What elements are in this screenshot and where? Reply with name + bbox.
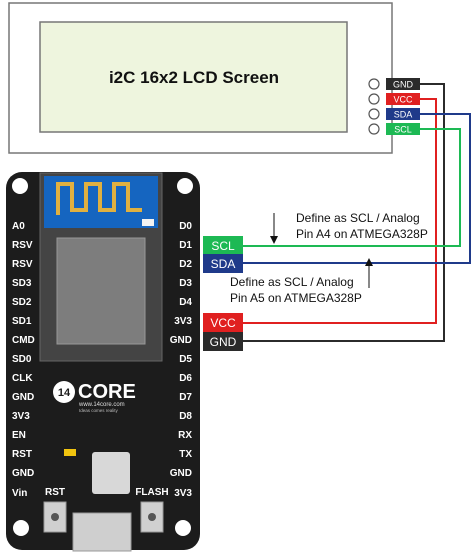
mount-hole-br [175,520,191,536]
left-pin-label: RST [12,449,32,460]
tag-sda [203,254,243,273]
lcd-title: i2C 16x2 LCD Screen [109,68,279,87]
left-pin-label: SD3 [12,278,32,289]
tag-sda-label: SDA [211,257,236,271]
right-pin-label: D7 [179,392,192,403]
mount-hole-tl [12,178,28,194]
antenna-trace [56,182,142,215]
right-pin-label: D4 [179,297,192,308]
scl-note-line2: Pin A4 on ATMEGA328P [296,227,428,241]
tag-vcc-label: VCC [210,316,236,330]
left-pin-label: SD2 [12,297,32,308]
tag-scl [203,236,243,255]
left-pin-label: GND [12,392,34,403]
left-pin-label: SD1 [12,316,32,327]
flash-button-cap [148,513,156,521]
left-pin-label: CMD [12,335,35,346]
right-pin-labels: D0 D1 D2 D3 D4 3V3 GND D5 D6 D7 D8 RX TX… [170,221,193,499]
wire-sda [240,113,471,264]
left-pin-label: Vin [12,488,27,499]
usb-port [72,512,132,552]
lcd-pin-scl-tag [386,123,420,135]
right-pin-label: D5 [179,354,192,365]
mount-hole-bl [13,520,29,536]
annotations: Define as SCL / Analog Pin A4 on ATMEGA3… [230,211,428,305]
flash-button-label: FLASH [135,487,168,498]
left-pin-label: RSV [12,240,33,251]
connection-tags: SCL SDA VCC GND [203,236,243,351]
right-pin-label: D6 [179,373,192,384]
left-pin-label: A0 [12,221,25,232]
left-pin-label: SD0 [12,354,32,365]
left-pin-label: 3V3 [12,411,30,422]
lcd-module: i2C 16x2 LCD Screen [8,2,393,154]
lcd-pin-vcc-hole [368,93,380,105]
right-pin-label: D8 [179,411,192,422]
wire-vcc [240,98,437,324]
lcd-pin-scl-label: SCL [394,125,412,135]
right-pin-label: D3 [179,278,192,289]
lcd-pin-scl-hole [368,123,380,135]
left-pin-label: CLK [12,373,33,384]
right-pin-label: D0 [179,221,192,232]
logo-tagline: Ideas comes reality [79,408,119,413]
module-led [142,219,154,226]
wire-scl [240,128,461,247]
right-pin-label: 3V3 [174,488,192,499]
sda-note-line1: Define as SCL / Analog [230,275,354,289]
left-pin-label: RSV [12,259,33,270]
left-pin-labels: A0 RSV RSV SD3 SD2 SD1 CMD SD0 CLK GND 3… [12,221,35,499]
right-pin-label: TX [179,449,192,460]
lcd-pin-vcc-label: VCC [393,95,413,105]
lcd-pin-gnd-hole [368,78,380,90]
scl-note-line1: Define as SCL / Analog [296,211,420,225]
right-pin-label: D2 [179,259,192,270]
left-pin-label: EN [12,430,26,441]
right-pin-label: D1 [179,240,192,251]
lcd-pin-gnd-label: GND [393,80,414,90]
mount-hole-tr [177,178,193,194]
lcd-pin-vcc-tag [386,93,420,105]
esp-shield [56,237,146,345]
right-pin-label: GND [170,468,192,479]
tag-vcc [203,313,243,332]
wires [240,83,471,342]
logo-number: 14 [58,387,71,399]
wire-gnd [240,83,445,342]
logo-text: CORE [78,381,136,403]
lcd-pin-sda-tag [386,108,420,120]
logo-badge [53,381,75,403]
voltage-regulator [92,452,130,494]
nodemcu-board: 14 CORE www.14core.com Ideas comes reali… [6,172,200,552]
right-pin-label: GND [170,335,192,346]
tag-gnd [203,332,243,351]
sda-note-line2: Pin A5 on ATMEGA328P [230,291,362,305]
lcd-pin-gnd-tag [386,78,420,90]
tag-scl-label: SCL [211,239,235,253]
lcd-pin-header: GND VCC SDA SCL [368,78,420,135]
lcd-pin-sda-label: SDA [394,110,413,120]
lcd-screen [39,21,348,133]
right-pin-label: 3V3 [174,316,192,327]
logo-url: www.14core.com [78,402,125,408]
status-led [64,449,76,456]
right-pin-label: RX [178,430,192,441]
core-logo: 14 CORE www.14core.com Ideas comes reali… [53,381,136,413]
rst-button-cap [51,513,59,521]
tag-gnd-label: GND [210,335,237,349]
rst-button-label: RST [45,487,65,498]
left-pin-label: GND [12,468,34,479]
lcd-pin-sda-hole [368,108,380,120]
